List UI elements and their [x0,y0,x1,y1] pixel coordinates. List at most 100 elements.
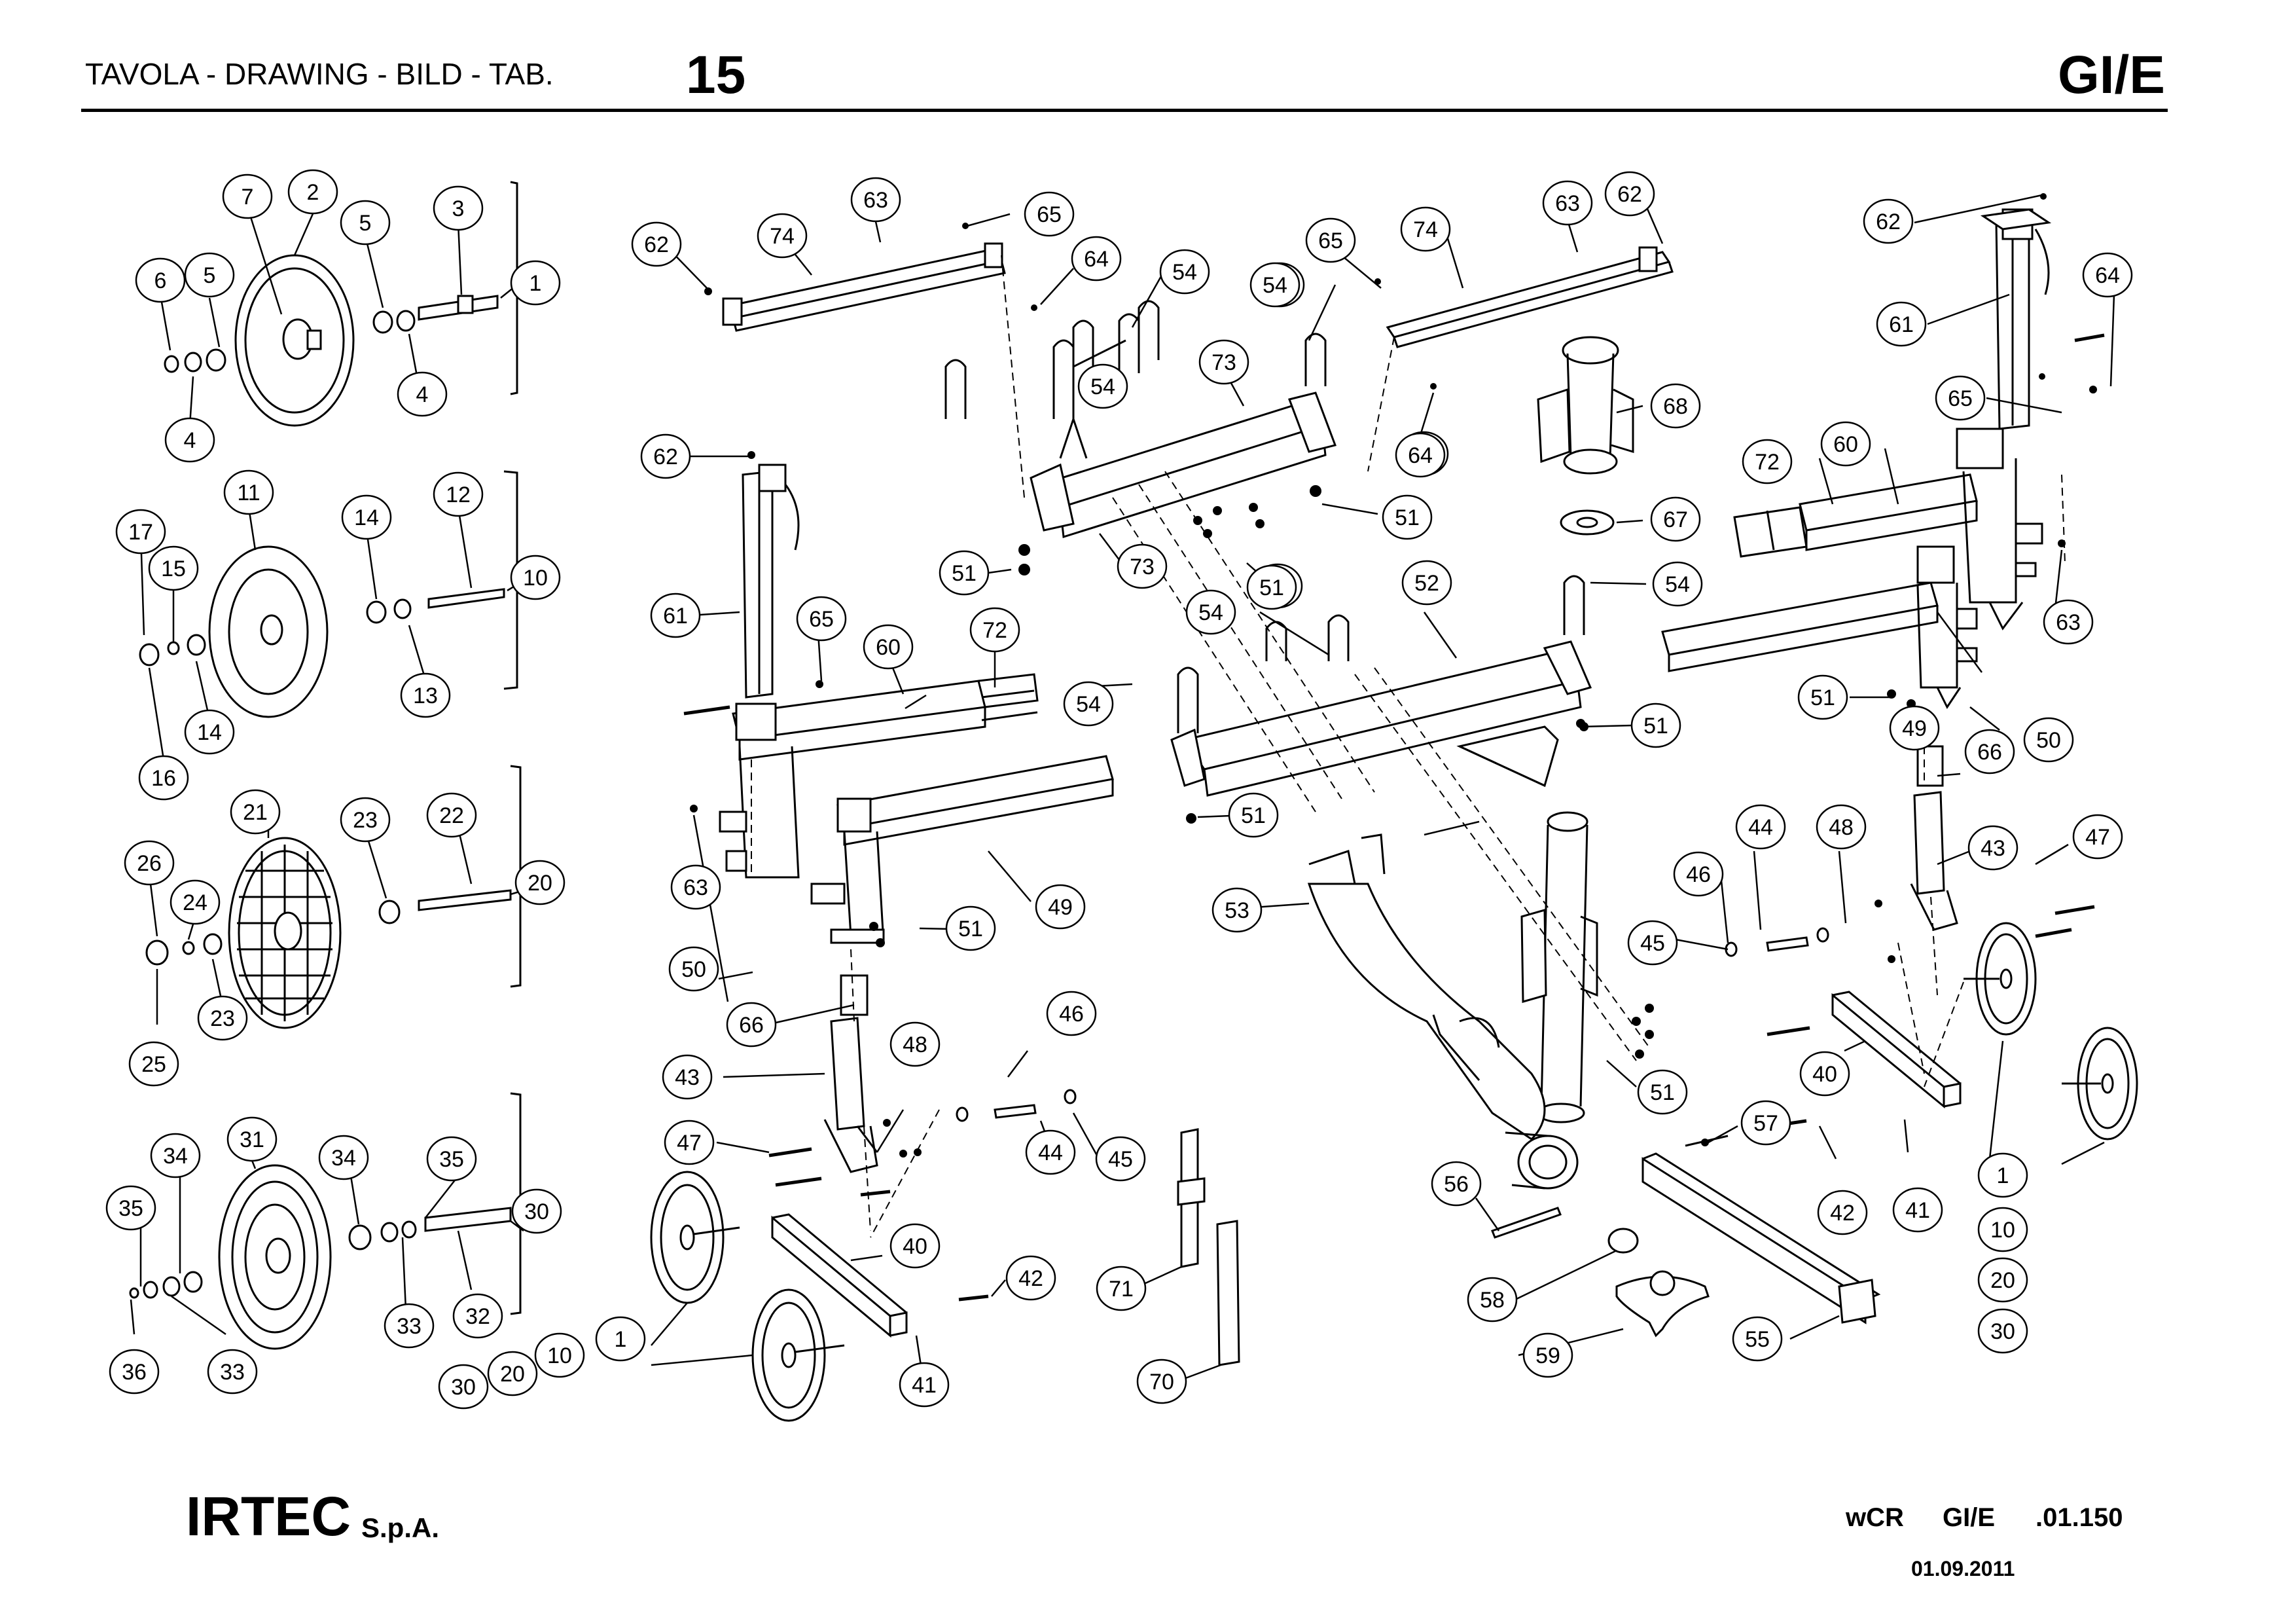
callout-66: 66 [726,1002,777,1048]
callout-31: 31 [226,1116,278,1162]
callout-label: 54 [1665,572,1690,597]
callout-20: 20 [487,1351,538,1396]
callout-48: 48 [1816,804,1867,850]
callout-72: 72 [1742,439,1793,484]
callout-36: 36 [109,1349,160,1395]
callout-41: 41 [1892,1187,1943,1233]
callout-46: 46 [1046,991,1097,1036]
left-leg-66-43 [823,974,878,1173]
callout-label: 20 [1990,1268,2015,1293]
callout-50: 50 [668,946,719,992]
callout-label: 20 [528,871,552,896]
callout-label: 51 [952,561,977,586]
callout-label: 15 [161,556,186,581]
callout-label: 63 [1555,191,1580,216]
callout-16: 16 [138,755,189,801]
callout-59: 59 [1522,1332,1573,1378]
callout-44: 44 [1735,804,1786,850]
callout-label: 10 [523,566,548,591]
callout-label: 12 [446,483,471,507]
callout-49: 49 [1889,705,1940,751]
callout-label: 54 [1198,600,1223,625]
callout-label: 1 [615,1327,627,1352]
callout-label: 51 [1395,505,1420,530]
callout-62: 62 [1604,171,1655,217]
callout-label: 4 [184,428,196,453]
callout-label: 21 [243,800,268,825]
callout-label: 5 [204,263,216,288]
callout-52: 52 [1401,560,1452,606]
callout-30: 30 [1977,1308,2028,1354]
callout-label: 61 [663,604,688,629]
left-wheels-1 [650,1171,845,1422]
callout-label: 61 [1889,312,1914,337]
callout-label: 70 [1149,1370,1174,1395]
model-code: GI/E [2057,45,2165,105]
callout-label: 33 [397,1314,422,1339]
callout-label: 2 [307,180,319,205]
left-pin-44 [956,1089,1077,1122]
callout-30: 30 [438,1364,489,1410]
callout-label: 59 [1535,1343,1560,1368]
callout-3: 3 [433,185,484,231]
callout-label: 52 [1414,571,1439,596]
callout-label: 51 [1259,575,1284,600]
callout-73: 73 [1198,339,1249,385]
callout-55: 55 [1732,1316,1783,1362]
callout-label: 1 [1997,1163,2009,1188]
callout-51: 51 [1382,494,1433,540]
callout-4: 4 [397,371,448,417]
callout-label: 49 [1902,716,1927,741]
callout-label: 62 [1617,182,1642,207]
callout-label: 30 [1990,1319,2015,1344]
callout-58: 58 [1467,1277,1518,1322]
callout-10: 10 [534,1332,585,1378]
callout-66: 66 [1964,729,2015,775]
callout-51: 51 [1637,1069,1688,1115]
callout-73: 73 [1117,543,1168,589]
callout-label: 47 [677,1131,702,1156]
callout-51: 51 [1797,674,1848,720]
callout-70: 70 [1136,1359,1187,1404]
left-lower-frame-40 [771,1213,908,1338]
right-frame-49 [1661,545,1978,709]
callout-label: 4 [416,382,429,407]
callout-label: 40 [903,1234,927,1259]
callout-34: 34 [318,1135,369,1180]
callout-51: 51 [1630,702,1681,748]
callout-label: 64 [1084,247,1109,272]
callout-43: 43 [1967,825,2018,871]
callout-65: 65 [1935,375,1986,421]
callout-22: 22 [426,792,477,838]
brand-name: IRTEC [186,1486,351,1547]
table-number: 15 [686,45,746,105]
callout-label: 30 [451,1375,476,1400]
callout-label: 14 [354,505,379,530]
callout-label: 11 [237,481,260,505]
callout-label: 65 [1318,228,1343,253]
stand-parts-70-71 [1177,1128,1240,1366]
brand-suffix: S.p.A. [361,1512,440,1543]
callout-label: 10 [1990,1218,2015,1243]
callout-label: 56 [1444,1172,1469,1197]
callout-67: 67 [1650,496,1701,542]
callout-label: 51 [1650,1080,1675,1105]
right-leg-66-43 [1910,745,1958,931]
callout-60: 60 [1820,421,1871,467]
callout-45: 45 [1095,1136,1146,1182]
left-frame-60 [719,673,1039,879]
callout-47: 47 [664,1120,715,1165]
tower-68 [1537,336,1634,536]
callout-label: 60 [876,635,901,660]
callout-label: 45 [1640,931,1665,956]
callout-62: 62 [1863,198,1914,244]
callout-63: 63 [850,177,901,223]
callout-label: 62 [644,232,669,257]
drawing-code-model: GI/E [1943,1503,1996,1532]
callout-label: 43 [1981,836,2005,861]
callout-label: 32 [465,1304,490,1329]
callout-label: 48 [1829,815,1854,840]
callout-13: 13 [400,672,451,718]
callout-46: 46 [1673,851,1724,897]
